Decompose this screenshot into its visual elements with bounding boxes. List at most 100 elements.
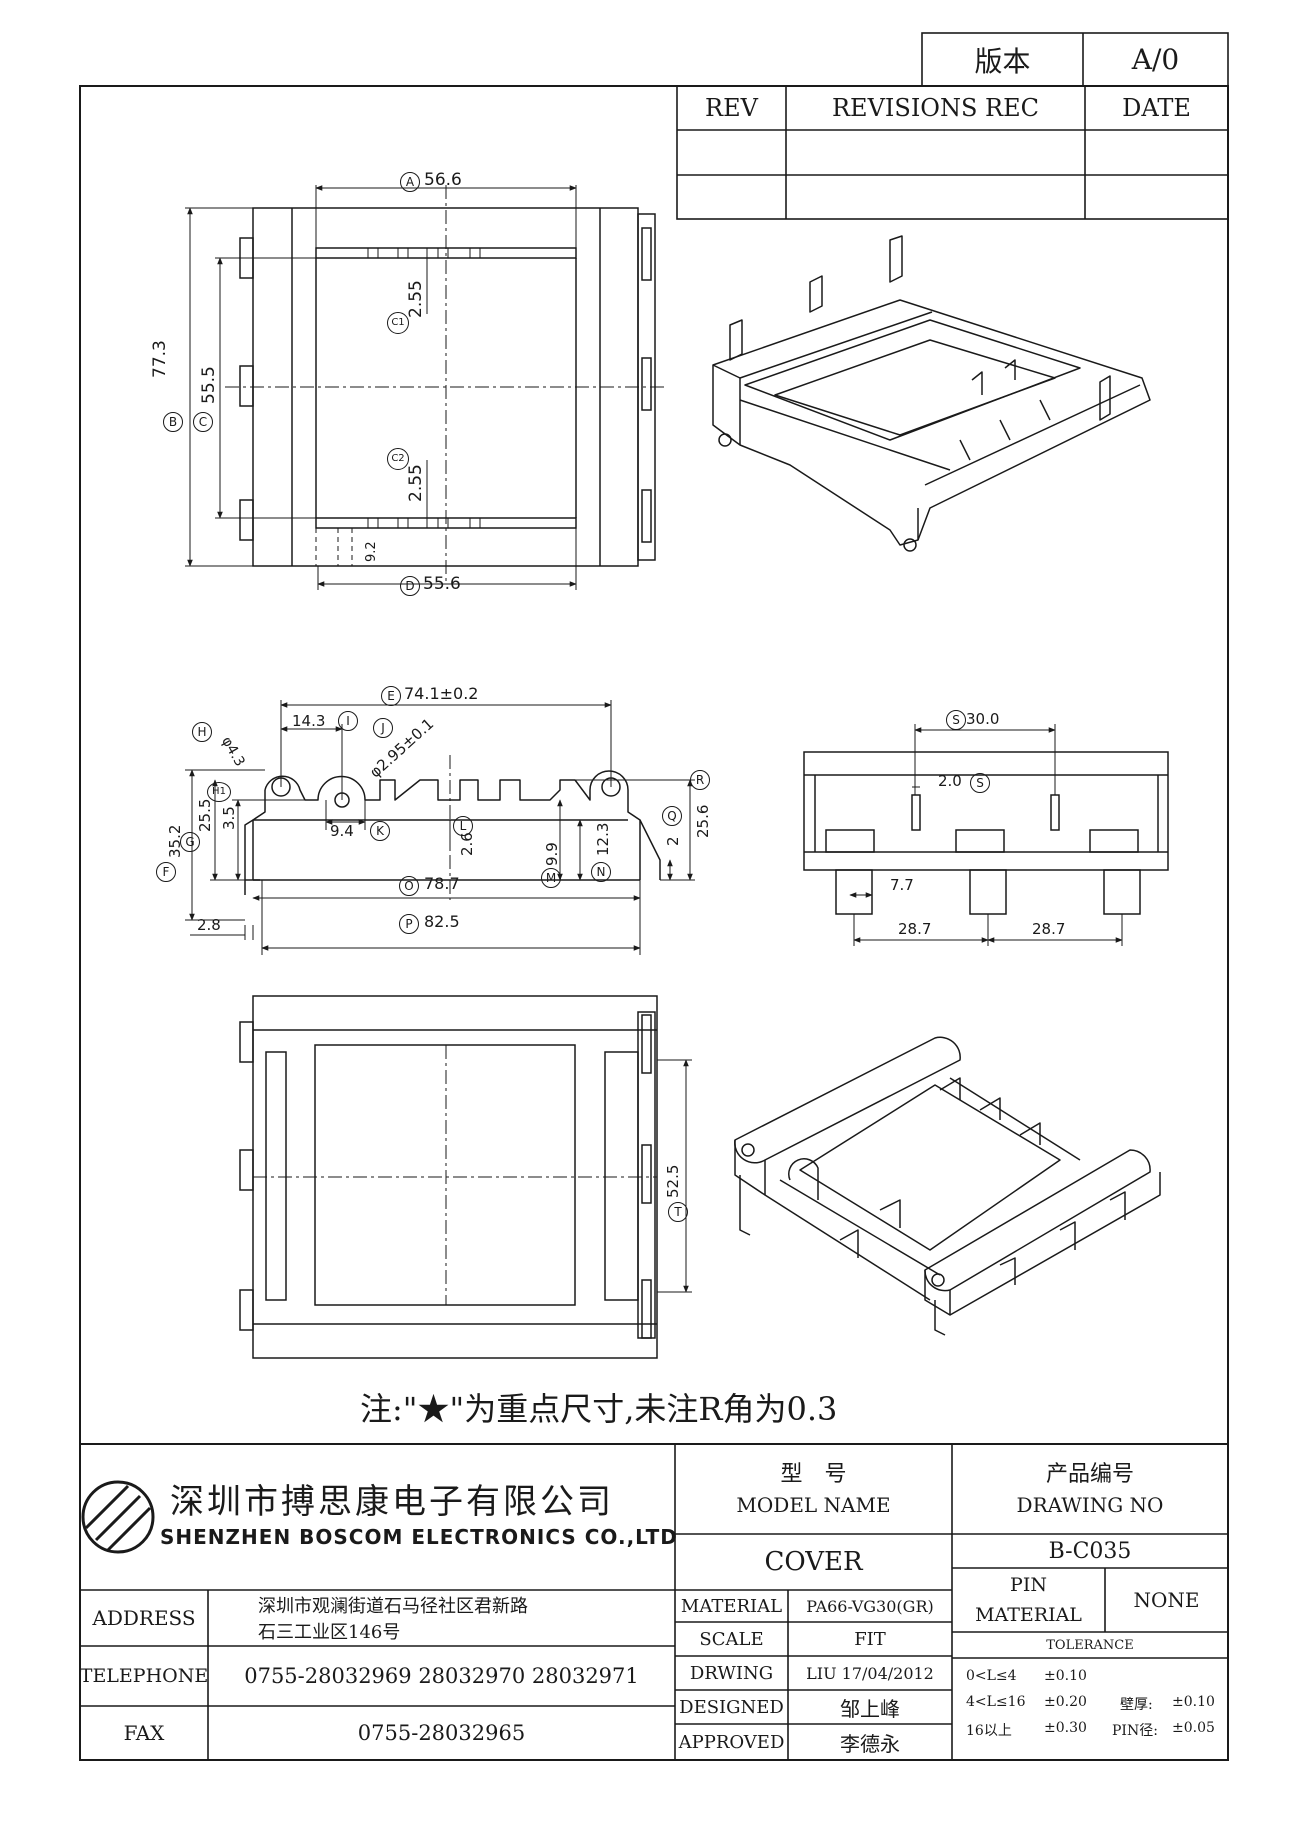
company-name-cn: 深圳市搏思康电子有限公司 — [170, 1481, 614, 1522]
side-view — [185, 700, 695, 955]
dim-S1-value: 30.0 — [966, 710, 1000, 728]
dim-small-value: 9.2 — [364, 541, 379, 562]
material-label: MATERIAL — [680, 1595, 783, 1617]
callout-L: L — [453, 816, 473, 836]
dim-left-offset-value: 2.8 — [197, 916, 221, 934]
callout-J: J — [373, 718, 393, 738]
revision-row — [677, 175, 1228, 219]
top-view — [185, 185, 668, 590]
dim-T-value: 52.5 — [664, 1164, 682, 1198]
tolerance-row: 16以上 ±0.30 PIN径: ±0.05 — [960, 1716, 1224, 1742]
drawing-value: LIU 17/04/2012 — [806, 1663, 934, 1683]
model-name-label-cn: 型 号 — [780, 1462, 847, 1487]
pin-material-value: NONE — [1133, 1588, 1200, 1612]
revision-table-frame — [676, 85, 1229, 220]
designed-label: DESIGNED — [679, 1696, 784, 1718]
iso-view-bottom — [734, 1036, 1161, 1336]
material-value: PA66-VG30(GR) — [806, 1596, 934, 1616]
callout-D: D — [400, 576, 420, 596]
dim-L-value: 2.6 — [458, 832, 476, 856]
callout-R: R — [690, 770, 710, 790]
callout-T: T — [668, 1202, 688, 1222]
revision-row — [677, 130, 1228, 175]
sheet-border — [79, 85, 1229, 1761]
model-name-label-en: MODEL NAME — [736, 1493, 891, 1517]
tolerance-label: TOLERANCE — [1046, 1637, 1134, 1653]
dim-D-value: 55.6 — [423, 574, 461, 594]
telephone-value: 0755-28032969 28032970 28032971 — [244, 1664, 639, 1688]
approved-label: APPROVED — [678, 1731, 785, 1753]
dim-O-value: 78.7 — [424, 874, 460, 893]
model-name-value: COVER — [764, 1547, 863, 1577]
callout-C: C — [193, 412, 213, 432]
dim-R-value: 25.6 — [694, 804, 712, 838]
fax-label: FAX — [123, 1721, 165, 1745]
dim-E-value: 74.1±0.2 — [404, 684, 479, 703]
dim-N-value: 12.3 — [594, 822, 612, 856]
dim-pitch1-value: 28.7 — [898, 920, 932, 938]
callout-O: O — [399, 876, 419, 896]
tolerance-row: 4<L≤16 ±0.20 壁厚: ±0.10 — [960, 1690, 1224, 1716]
callout-F: F — [156, 862, 176, 882]
dim-F-value: 35.2 — [166, 824, 184, 858]
dim-C-value: 55.5 — [199, 366, 219, 404]
tolerance-value: ±0.10 — [1044, 1668, 1087, 1684]
drawing-no-label-cn: 产品编号 — [1045, 1462, 1134, 1487]
tolerance-value: ±0.20 — [1044, 1694, 1087, 1710]
fax-value: 0755-28032965 — [357, 1721, 526, 1745]
callout-K: K — [370, 821, 390, 841]
dim-K-value: 9.4 — [330, 822, 354, 840]
dim-Q-value: 2 — [664, 836, 682, 846]
dim-G-value: 25.5 — [196, 798, 214, 832]
address-line-1: 深圳市观澜街道石马径社区君新路 — [258, 1596, 528, 1617]
version-label: 版本 — [974, 44, 1031, 78]
callout-G: G — [180, 832, 200, 852]
tolerance-range: 4<L≤16 — [966, 1694, 1026, 1710]
telephone-label: TELEPHONE — [79, 1665, 209, 1687]
dim-P-value: 82.5 — [424, 912, 460, 931]
dim-S2-value: 2.0 — [938, 772, 962, 790]
callout-M: M — [541, 868, 561, 888]
front-view — [803, 724, 1169, 946]
dim-B-value: 77.3 — [150, 340, 170, 378]
company-name-en: SHENZHEN BOSCOM ELECTRONICS CO.,LTD — [160, 1525, 678, 1549]
dim-pitch2-value: 28.7 — [1032, 920, 1066, 938]
drawing-no-label-en: DRAWING NO — [1016, 1493, 1164, 1517]
version-value: A/0 — [1131, 43, 1180, 76]
callout-N: N — [591, 862, 611, 882]
tolerance-range: 16以上 — [966, 1723, 1012, 1739]
callout-S: S — [946, 710, 966, 730]
callout-E: E — [381, 686, 401, 706]
tolerance-row: 0<L≤4 ±0.10 — [960, 1664, 1224, 1690]
designed-value: 邹上峰 — [840, 1696, 900, 1721]
tolerance-extra-label: 壁厚: — [1120, 1697, 1153, 1713]
callout-P: P — [399, 914, 419, 934]
scale-label: SCALE — [699, 1628, 764, 1650]
tolerance-range: 0<L≤4 — [966, 1668, 1017, 1684]
approved-value: 李德永 — [840, 1731, 900, 1756]
tolerance-extra-label: PIN径: — [1112, 1723, 1158, 1739]
callout-A: A — [400, 172, 420, 192]
callout-B: B — [163, 412, 183, 432]
address-label: ADDRESS — [92, 1606, 196, 1630]
dim-H1-value: 3.5 — [220, 806, 238, 830]
callout-H1: H1 — [207, 782, 231, 802]
address-line-2: 石三工业区146号 — [258, 1622, 401, 1643]
drawing-note: 注:"★"为重点尺寸,未注R角为0.3 — [360, 1390, 838, 1428]
callout-S2: S — [970, 773, 990, 793]
callout-C2: C2 — [387, 448, 409, 470]
iso-view-top — [712, 235, 1151, 552]
callout-C1: C1 — [387, 312, 409, 334]
company-logo — [81, 1480, 155, 1554]
bottom-view — [239, 995, 692, 1359]
callout-I: I — [338, 711, 358, 731]
dim-M-value: 9.9 — [543, 842, 561, 866]
tolerance-value: ±0.30 — [1044, 1720, 1087, 1736]
scale-value: FIT — [854, 1628, 886, 1650]
dim-C1-value: 2.55 — [406, 280, 426, 318]
pin-material-label-1: PIN — [1010, 1574, 1047, 1596]
rev-header: REV — [705, 94, 758, 122]
dim-pin-width-value: 7.7 — [890, 876, 914, 894]
revisions-rec-header: REVISIONS REC — [831, 94, 1040, 122]
